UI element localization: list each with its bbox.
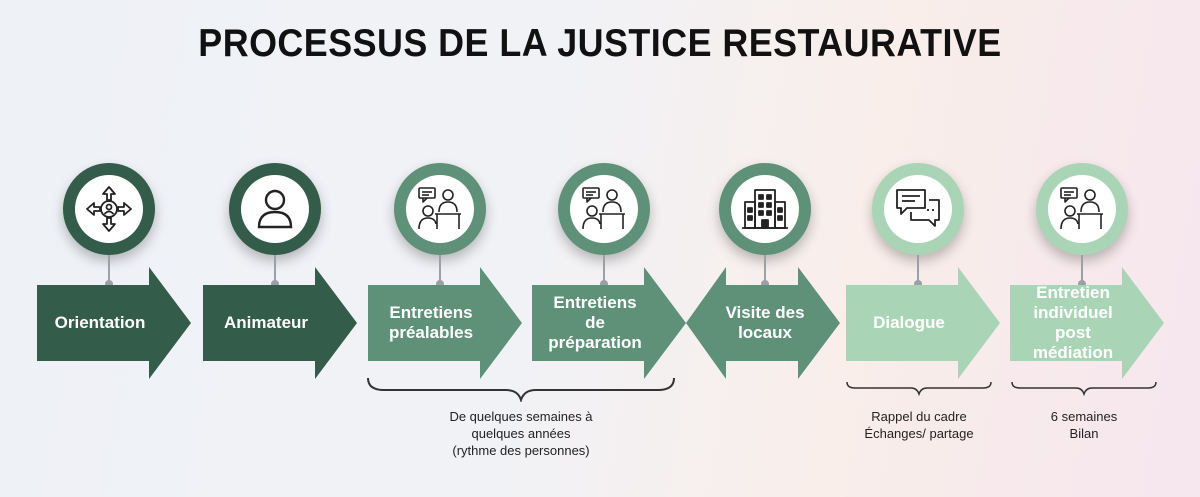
interview-icon [418, 187, 461, 230]
bracket-preparation [367, 377, 675, 402]
step-label: Visite des locaux [725, 303, 805, 342]
bracket-dialogue [846, 381, 992, 396]
step-label: Dialogue [873, 313, 945, 332]
step-entretiens-prealables: Entretiens préalables [368, 163, 522, 379]
note-post-mediation: 6 semaines Bilan [1050, 409, 1118, 441]
step-icon-circle [558, 163, 650, 255]
arrow-entretiens-prealables: Entretiens préalables [368, 267, 522, 379]
arrow-dialogue: Dialogue [846, 267, 1000, 379]
arrow-entretiens-preparation: Entretiens de préparation [532, 267, 686, 379]
step-icon-circle [719, 163, 811, 255]
step-label: Animateur [223, 313, 309, 332]
bracket-post-mediation [1011, 381, 1157, 396]
step-label: Entretien individuel post médiation [1032, 283, 1114, 362]
page-title: PROCESSUS DE LA JUSTICE RESTAURATIVE [198, 22, 1002, 65]
note-duration-preparation: De quelques semaines à quelques années (… [449, 409, 593, 458]
step-icon-circle [63, 163, 155, 255]
step-dialogue: Dialogue [846, 163, 1000, 379]
interview-icon [582, 187, 625, 230]
step-label: Entretiens de préparation [548, 293, 642, 352]
arrow-animateur: Animateur [203, 267, 357, 379]
step-orientation: Orientation [37, 163, 191, 379]
chat-bubbles-icon [896, 189, 940, 227]
step-icon-circle [1036, 163, 1128, 255]
step-label: Orientation [54, 313, 146, 332]
person-icon [257, 189, 293, 229]
step-entretien-post-mediation: Entretien individuel post médiation [1010, 163, 1164, 379]
step-entretiens-preparation: Entretiens de préparation [532, 163, 686, 379]
arrows-person-icon [86, 186, 132, 232]
step-visite-des-locaux: Visite des locaux [686, 163, 840, 379]
note-dialogue: Rappel du cadre Échanges/ partage [864, 409, 974, 441]
step-animateur: Animateur [203, 163, 357, 379]
step-icon-circle [872, 163, 964, 255]
step-icon-circle [394, 163, 486, 255]
arrow-orientation: Orientation [37, 267, 191, 379]
step-icon-circle [229, 163, 321, 255]
arrow-visite-des-locaux: Visite des locaux [686, 267, 840, 379]
arrow-entretien-post-mediation: Entretien individuel post médiation [1010, 267, 1164, 379]
interview-icon [1060, 187, 1103, 230]
building-icon [742, 189, 788, 229]
step-label: Entretiens préalables [388, 303, 474, 342]
